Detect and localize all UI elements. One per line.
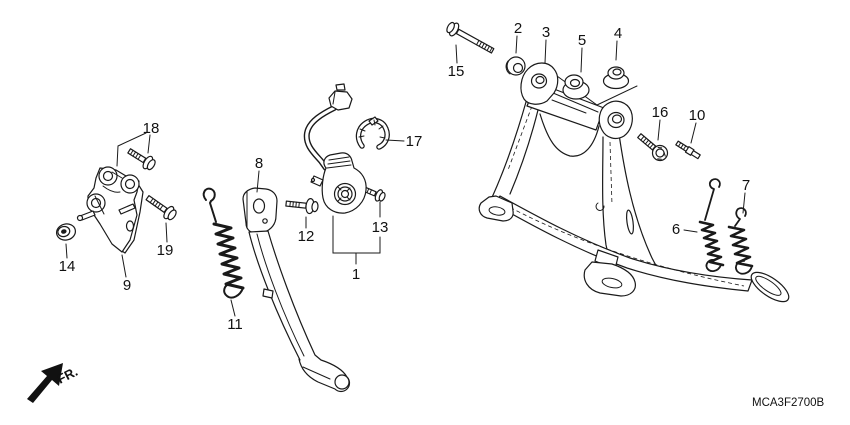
stopper-rubber-4 <box>602 66 630 90</box>
wire-clamp <box>355 116 390 150</box>
side-stand-switch <box>303 83 367 214</box>
side-stand-bracket <box>76 166 144 254</box>
bolt-16 <box>637 133 669 162</box>
callout-17: 17 <box>406 133 423 150</box>
stud-10 <box>675 140 701 160</box>
callout-5: 5 <box>578 32 586 49</box>
bolt-12 <box>285 198 319 215</box>
callout-4: 4 <box>614 25 622 42</box>
center-stand-spring-7 <box>727 207 754 275</box>
stopper-rubber-5 <box>562 74 590 100</box>
callout-8: 8 <box>255 155 263 172</box>
bolt-18 <box>127 148 156 171</box>
callout-14: 14 <box>59 258 76 275</box>
bolt-19 <box>145 195 177 221</box>
callout-19: 19 <box>157 242 174 259</box>
callout-18: 18 <box>143 120 160 137</box>
callout-10: 10 <box>689 107 706 124</box>
side-stand-spring <box>202 187 245 299</box>
fr-arrow-icon <box>27 363 63 403</box>
callout-11: 11 <box>227 316 243 333</box>
callout-labels: 1 2 3 4 5 6 7 8 9 10 11 12 13 14 15 16 1… <box>59 20 751 333</box>
callout-3: 3 <box>542 24 550 41</box>
callout-7: 7 <box>742 177 750 194</box>
callout-9: 9 <box>123 277 131 294</box>
callout-13: 13 <box>372 219 389 236</box>
leader-lines <box>65 35 746 317</box>
part-code: MCA3F2700B <box>752 397 825 409</box>
callout-2: 2 <box>514 20 522 37</box>
callout-12: 12 <box>298 228 315 245</box>
collar-2 <box>505 56 526 76</box>
center-stand <box>478 62 790 303</box>
pivot-bolt-15 <box>446 21 495 54</box>
center-stand-spring-6 <box>698 178 725 272</box>
side-stand-arm <box>242 187 351 393</box>
nut-14 <box>55 223 77 241</box>
callout-1: 1 <box>352 266 360 283</box>
fr-direction-arrow: FR. <box>27 363 80 403</box>
callout-15: 15 <box>448 63 465 80</box>
callout-16: 16 <box>652 104 669 121</box>
callout-6: 6 <box>672 221 680 238</box>
